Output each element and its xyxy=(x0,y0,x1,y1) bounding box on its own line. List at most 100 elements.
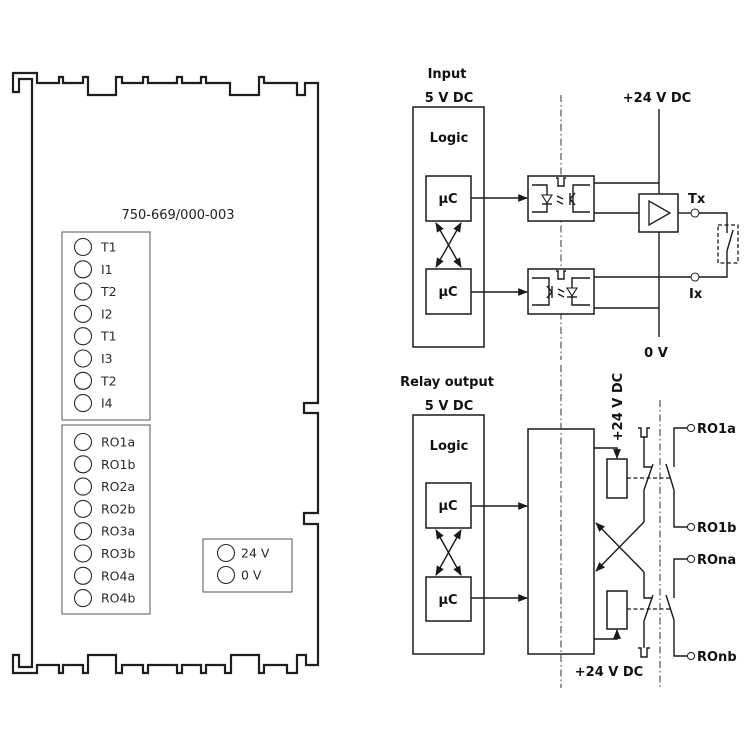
relay-terminal-label: RO3a xyxy=(101,524,135,539)
input-terminal-icon xyxy=(73,282,93,301)
input-title: Input xyxy=(428,67,467,82)
relay-terminal-icon xyxy=(73,477,93,496)
ro1b-terminal-icon xyxy=(686,522,696,532)
relay-terminal-label: RO3b xyxy=(101,546,135,561)
input-mcu-1-label: μC xyxy=(438,192,457,207)
input-terminal-icon xyxy=(73,237,93,257)
input-terminal-label: I4 xyxy=(101,396,113,411)
relay-logic-supply: 5 V DC xyxy=(425,399,474,414)
optocoupler-2-icon xyxy=(527,268,595,315)
optocoupler-1-icon xyxy=(527,175,595,222)
relay-row: RO2a xyxy=(73,477,135,496)
wire xyxy=(673,558,687,598)
relay-row: RO1a xyxy=(73,432,135,452)
relay-mcu-1-label: μC xyxy=(438,499,457,514)
relay-logic-label: Logic xyxy=(430,439,469,454)
relay-title: Relay output xyxy=(400,375,494,390)
power-terminal-icon xyxy=(216,565,236,585)
external-contact-box xyxy=(717,224,739,264)
power-row: 24 V xyxy=(216,543,270,563)
input-terminal-label: I2 xyxy=(101,306,113,321)
input-circuit: Input 5 V DC Logic μC μC xyxy=(412,67,739,361)
module-housing-outline xyxy=(11,71,320,675)
input-terminal-label: T2 xyxy=(100,373,117,388)
feedback-contact-2-icon xyxy=(643,594,654,622)
ground-rail-label: 0 V xyxy=(644,346,668,361)
input-mcu-1 xyxy=(425,175,472,222)
input-terminal-label: T1 xyxy=(100,240,117,255)
coil-supply-bottom-label: +24 V DC xyxy=(575,665,643,680)
power-terminal-block xyxy=(202,538,293,593)
relay-row: RO1b xyxy=(73,455,135,474)
relay-terminal-icon xyxy=(73,566,93,585)
wire xyxy=(699,212,728,233)
relay-row: RO2b xyxy=(73,499,135,518)
relay-row: RO4b xyxy=(73,589,135,608)
input-terminal-icon xyxy=(73,327,93,346)
feedback-pulse-icon xyxy=(638,647,650,658)
input-mcu-crosslink-arrow xyxy=(435,222,462,268)
wire xyxy=(673,427,687,467)
rona-terminal-icon xyxy=(686,554,696,564)
part-number: 750-669/000-003 xyxy=(121,208,234,223)
relay-mcu-2-label: μC xyxy=(438,593,457,608)
ro1a-label: RO1a xyxy=(697,422,736,437)
input-row: I1 xyxy=(73,260,113,279)
input-mcu-2-label: μC xyxy=(438,285,457,300)
wire xyxy=(643,572,652,599)
relay-terminal-label: RO1b xyxy=(101,457,135,472)
tx-label: Tx xyxy=(688,192,706,207)
relay-row: RO3b xyxy=(73,544,135,563)
input-terminal-block xyxy=(61,231,151,421)
power-terminal-icon xyxy=(216,543,236,563)
input-terminal-label: T2 xyxy=(100,284,117,299)
relay-terminal-label: RO4a xyxy=(101,568,135,583)
input-row: T2 xyxy=(73,371,117,390)
input-row: T2 xyxy=(73,282,117,301)
coil-1-supply-arrow xyxy=(594,447,621,459)
input-terminal-icon xyxy=(73,371,93,390)
coil-2-supply-arrow xyxy=(594,629,621,640)
input-row: I4 xyxy=(73,394,113,413)
wire xyxy=(673,490,687,528)
relay-terminal-icon xyxy=(73,499,93,518)
relay-terminal-block xyxy=(61,424,151,615)
output-contact-2-icon xyxy=(665,594,675,621)
input-logic-supply: 5 V DC xyxy=(425,91,474,106)
feedback-arrow xyxy=(595,522,645,573)
relay-output-circuit: Relay output 5 V DC Logic μC μC +24 V DC… xyxy=(400,365,737,688)
input-terminal-icon xyxy=(73,260,93,279)
ronb-label: ROnb xyxy=(697,650,737,665)
input-terminal-label: T1 xyxy=(100,329,117,344)
power-row: 0 V xyxy=(216,565,262,585)
relay-mcu-crosslink-arrow xyxy=(435,529,462,576)
coil-supply-top-label: +24 V DC xyxy=(611,373,626,441)
wire xyxy=(699,251,728,278)
relay-terminal-icon xyxy=(73,589,93,608)
wire xyxy=(673,620,687,657)
ix-label: Ix xyxy=(689,287,703,302)
input-terminal-icon xyxy=(73,304,93,323)
external-switch-icon xyxy=(726,229,734,252)
relay-coil-2-icon xyxy=(606,590,628,630)
supply-rail-label: +24 V DC xyxy=(623,91,691,106)
relay-row: RO3a xyxy=(73,522,135,541)
input-terminal-icon xyxy=(73,394,93,413)
input-row: T1 xyxy=(73,237,117,257)
input-terminal-icon xyxy=(73,349,93,368)
input-row: I3 xyxy=(73,349,113,368)
relay-coil-1-icon xyxy=(606,458,628,499)
relay-mcu-2 xyxy=(425,576,472,622)
relay-row: RO4a xyxy=(73,566,135,585)
relay-terminal-icon xyxy=(73,455,93,474)
tx-terminal-icon xyxy=(690,208,700,218)
ronb-terminal-icon xyxy=(686,651,696,661)
output-contact-1-icon xyxy=(665,463,675,491)
relay-terminal-icon xyxy=(73,544,93,563)
wire xyxy=(643,437,652,468)
input-terminal-label: I3 xyxy=(101,351,113,366)
